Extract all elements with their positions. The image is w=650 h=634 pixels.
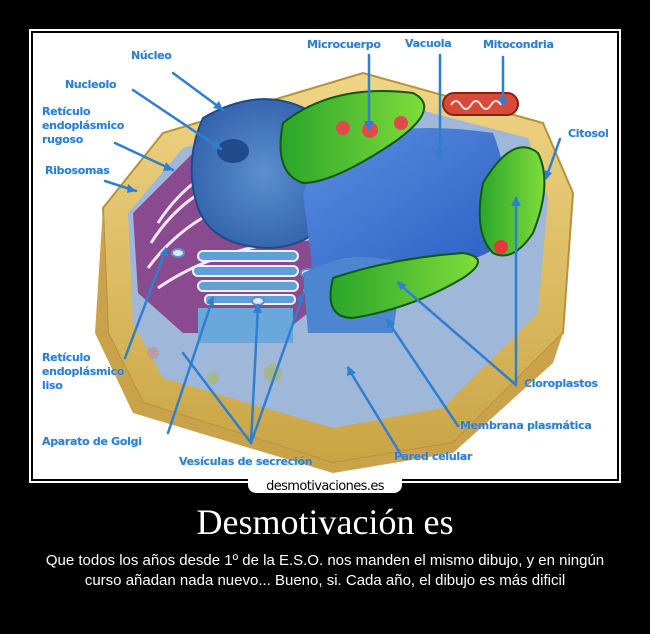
label-mitocondria: Mitocondria (483, 38, 554, 51)
label-reticulo-rugoso-1: Retículo (42, 105, 91, 118)
poster-caption: Que todos los años desde 1º de la E.S.O.… (45, 552, 605, 589)
watermark-tab: desmotivaciones.es (248, 475, 402, 494)
label-reticulo-liso-1: Retículo (42, 351, 91, 364)
poster-title: Desmotivación es (196, 502, 454, 542)
label-nucleo: Núcleo (131, 49, 172, 62)
label-pared-celular: Pared celular (394, 450, 473, 463)
label-aparato-golgi: Aparato de Golgi (42, 435, 142, 448)
label-citosol: Citosol (568, 127, 609, 140)
label-ribosomas: Ribosomas (45, 164, 110, 177)
label-reticulo-liso-3: liso (42, 379, 63, 392)
cell-diagram-image: Núcleo Nucleolo Retículo endoplásmico ru… (33, 33, 617, 479)
label-vesiculas-secrecion: Vesículas de secreción (179, 455, 313, 468)
label-cloroplastos: Cloroplastos (524, 377, 598, 390)
plant-cell-illustration (95, 53, 575, 473)
label-reticulo-rugoso-2: endoplásmico (42, 119, 125, 132)
watermark-text: desmotivaciones.es (266, 479, 384, 494)
label-reticulo-rugoso-3: rugoso (42, 133, 83, 146)
label-membrana-plasmatica: Membrana plasmática (460, 419, 592, 432)
label-reticulo-liso-2: endoplásmico (42, 365, 125, 378)
label-nucleolo: Nucleolo (65, 78, 117, 91)
label-vacuola: Vacuola (405, 37, 452, 50)
label-microcuerpo: Microcuerpo (307, 38, 381, 51)
